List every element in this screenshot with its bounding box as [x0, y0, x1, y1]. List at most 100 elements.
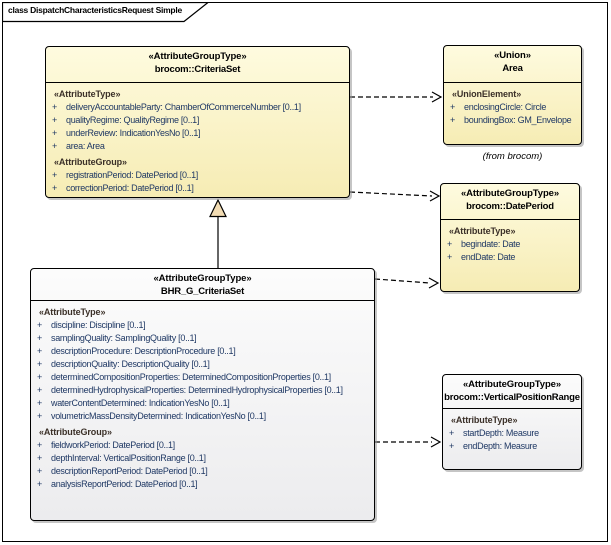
attribute-row: + volumetricMassDensityDetermined: Indica… [31, 410, 374, 423]
visibility-marker: + [450, 102, 456, 112]
attribute-text: boundingBox: GM_Envelope [464, 115, 572, 125]
visibility-marker: + [447, 239, 453, 249]
attribute-row: +depthInterval: VerticalPositionRange [0… [31, 452, 374, 465]
attribute-text: analysisReportPeriod: DatePeriod [0..1] [51, 479, 198, 489]
class-name: brocom::VerticalPositionRange [444, 392, 580, 403]
attribute-text: determinedCompositionProperties: Determi… [51, 372, 331, 382]
attribute-row: +determinedHydrophysicalProperties: Dete… [31, 384, 374, 397]
visibility-marker: + [37, 466, 43, 476]
class-name: BHR_G_CriteriaSet [160, 286, 245, 297]
attribute-text: correctionPeriod: DatePeriod [0..1] [66, 183, 194, 193]
visibility-marker: + [37, 398, 43, 408]
attribute-text: waterContentDetermined: IndicationYesNo … [51, 398, 230, 408]
class-stereotype: «AttributeGroupType» [462, 379, 562, 390]
dependency-criteriaset-area[interactable] [350, 91, 443, 103]
attribute-text: descriptionProcedure: DescriptionProcedu… [51, 346, 236, 356]
attribute-row: + endDepth: Measure [443, 440, 581, 453]
class-stereotype: «AttributeGroupType» [460, 188, 560, 199]
class-name: Area [502, 63, 523, 74]
visibility-marker: + [52, 141, 58, 151]
visibility-marker: + [37, 320, 43, 330]
class-date-period[interactable]: «AttributeGroupType»brocom::DatePeriod«A… [440, 183, 580, 292]
class-criteria-set[interactable]: «AttributeGroupType»brocom::CriteriaSet«… [45, 46, 350, 198]
class-attributes-compartment: «AttributeType» + startDepth: Measure + endD… [443, 409, 581, 453]
class-header: «AttributeGroupType» BHR_G_CriteriaSet [31, 269, 374, 301]
attribute-text: fieldworkPeriod: DatePeriod [0..1] [51, 440, 175, 450]
attribute-text: volumetricMassDensityDetermined: Indicat… [51, 411, 266, 421]
visibility-marker: + [450, 115, 456, 125]
visibility-marker: + [52, 102, 58, 112]
attribute-row: + waterContentDetermined: IndicationYesNo… [31, 397, 374, 410]
attribute-row: + discipline: Discipline [0..1] [31, 319, 374, 332]
attribute-text: depthInterval: VerticalPositionRange [0.… [51, 453, 206, 463]
class-header: «AttributeGroupType»brocom::CriteriaSet [46, 47, 349, 83]
visibility-marker: + [37, 346, 43, 356]
attribute-row: + descriptionProcedure: DescriptionProced… [31, 345, 374, 358]
attribute-row: + fieldworkPeriod: DatePeriod [0..1] [31, 439, 374, 452]
class-attributes-compartment: «AttributeType»+deliveryAccountableParty… [46, 83, 349, 195]
attribute-text: determinedHydrophysicalProperties: Deter… [51, 385, 343, 395]
from-package-note: (from brocom) [482, 151, 543, 162]
attribute-row: + descriptionReportPeriod: DatePeriod [0.… [31, 465, 374, 478]
attribute-row: + deliveryAccountableParty: ChamberOfComm… [46, 101, 349, 114]
visibility-marker: + [37, 479, 43, 489]
attribute-row: + underReview: IndicationYesNo [0..1] [46, 127, 349, 140]
visibility-marker: + [449, 441, 455, 451]
dependency-bhr-dateperiod[interactable] [374, 277, 440, 289]
attribute-row: +qualityRegime: QualityRegime [0..1] [46, 114, 349, 127]
frame-title-tab [2, 2, 210, 23]
attribute-text: qualityRegime: QualityRegime [0..1] [66, 115, 200, 125]
class-vertical-position-range[interactable]: «AttributeGroupType»brocom::VerticalPosi… [442, 374, 582, 470]
section-stereotype: «AttributeGroup» [39, 427, 112, 437]
class-area[interactable]: «Union» Area «UnionElement» + enclosingCircl… [443, 45, 582, 145]
attribute-text: deliveryAccountableParty: ChamberOfComme… [66, 102, 301, 112]
attribute-text: area: Area [66, 141, 105, 151]
class-stereotype: «AttributeGroupType» [153, 273, 252, 284]
visibility-marker: + [37, 411, 43, 421]
class-attributes-compartment: «UnionElement» + enclosingCircle: Circle + b… [444, 83, 581, 127]
class-bhr-criteria-set[interactable]: «AttributeGroupType»BHR_G_CriteriaSet«At… [30, 268, 375, 521]
class-attributes-compartment: «AttributeType» +begindate: Date+endDate:… [441, 220, 579, 264]
attribute-row: + analysisReportPeriod: DatePeriod [0..1] [31, 478, 374, 491]
attribute-row: + boundingBox: GM_Envelope [444, 114, 581, 127]
attribute-row: + area: Area [46, 140, 349, 153]
class-stereotype: «AttributeGroupType» [148, 51, 247, 62]
dependency-bhr-verticalpositionrange[interactable] [375, 436, 442, 448]
visibility-marker: + [37, 440, 43, 450]
section-stereotype: «AttributeType» [449, 226, 516, 236]
attribute-row: +samplingQuality: SamplingQuality [0..1] [31, 332, 374, 345]
visibility-marker: + [52, 183, 58, 193]
attribute-text: descriptionReportPeriod: DatePeriod [0..… [51, 466, 208, 476]
visibility-marker: + [449, 428, 455, 438]
visibility-marker: + [52, 128, 58, 138]
attribute-row: + registrationPeriod: DatePeriod [0..1] [46, 169, 349, 182]
class-stereotype: «Union» [494, 50, 531, 61]
attribute-text: startDepth: Measure [463, 428, 539, 438]
generalization-bhr-criteriaset[interactable] [209, 198, 227, 268]
attribute-text: discipline: Discipline [0..1] [51, 320, 146, 330]
visibility-marker: + [447, 252, 453, 262]
attribute-text: endDepth: Measure [463, 441, 537, 451]
class-name: brocom::DatePeriod [466, 201, 554, 212]
attribute-row: + determinedCompositionProperties: Determ… [31, 371, 374, 384]
attribute-row: + descriptionQuality: DescriptionQuality … [31, 358, 374, 371]
attribute-text: enclosingCircle: Circle [464, 102, 547, 112]
visibility-marker: + [37, 333, 43, 343]
class-header: «AttributeGroupType»brocom::DatePeriod [441, 184, 579, 220]
visibility-marker: + [52, 170, 58, 180]
attribute-row: +begindate: Date [441, 238, 579, 251]
visibility-marker: + [37, 359, 43, 369]
class-header: «AttributeGroupType»brocom::VerticalPosi… [443, 375, 581, 409]
section-stereotype: «AttributeGroup» [54, 157, 127, 167]
attribute-row: +endDate: Date [441, 251, 579, 264]
section-stereotype: «AttributeType» [451, 415, 518, 425]
section-stereotype: «UnionElement» [452, 89, 522, 99]
attribute-text: registrationPeriod: DatePeriod [0..1] [66, 170, 198, 180]
attribute-text: descriptionQuality: DescriptionQuality [… [51, 359, 210, 369]
attribute-text: underReview: IndicationYesNo [0..1] [66, 128, 201, 138]
visibility-marker: + [37, 372, 43, 382]
dependency-criteriaset-dateperiod[interactable] [349, 190, 441, 202]
